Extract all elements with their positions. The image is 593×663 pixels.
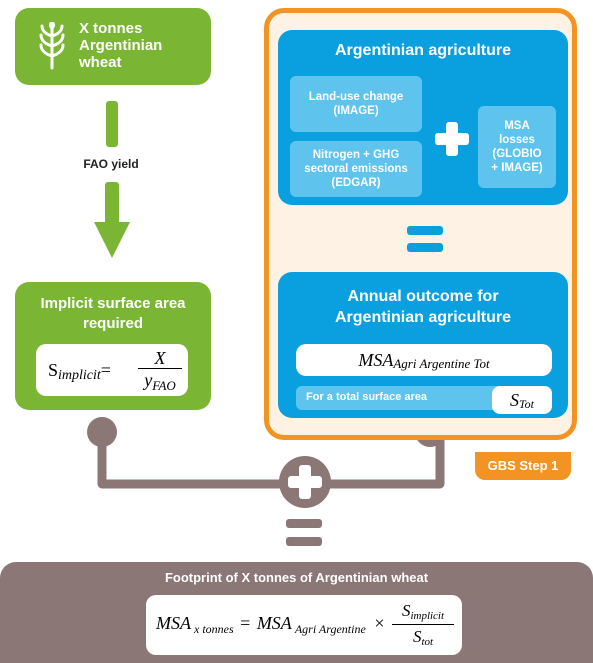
fraction-numerator: X bbox=[138, 348, 182, 369]
implicit-formula-lhs: Simplicit= bbox=[48, 360, 111, 383]
nitrogen-box: Nitrogen + GHG sectoral emissions (EDGAR… bbox=[290, 141, 422, 197]
nitrogen-line: (EDGAR) bbox=[331, 177, 381, 189]
fp-times: × bbox=[374, 613, 385, 633]
fp-num-main: S bbox=[401, 601, 411, 620]
annual-outcome-title: Annual outcome for Argentinian agricultu… bbox=[278, 286, 568, 328]
agriculture-box: Argentinian agriculture Land-use change … bbox=[278, 30, 568, 205]
footprint-title: Footprint of X tonnes of Argentinian whe… bbox=[164, 570, 429, 585]
left-connector-knob bbox=[87, 417, 117, 447]
plus-icon bbox=[435, 122, 469, 156]
fp-rhs-main: MSA bbox=[256, 613, 292, 633]
arrow-shaft-top bbox=[106, 101, 118, 147]
fao-yield-label: FAO yield bbox=[83, 157, 139, 171]
fp-lhs-main: MSA bbox=[156, 613, 191, 633]
implicit-formula-box: Simplicit= X yFAO bbox=[36, 344, 188, 396]
msa-main: MSA bbox=[358, 349, 394, 370]
annual-outcome-line: Annual outcome for bbox=[347, 288, 499, 305]
wheat-title-line: X tonnes bbox=[79, 20, 143, 37]
fp-numerator: Simplicit bbox=[392, 600, 454, 625]
fp-denominator: Stot bbox=[392, 625, 454, 651]
msa-losses-line: losses bbox=[499, 134, 535, 146]
implicit-fraction: X yFAO bbox=[138, 348, 182, 393]
annual-outcome-line: Argentinian agriculture bbox=[334, 309, 512, 326]
surface-area-label: For a total surface area bbox=[306, 391, 428, 403]
implicit-title: Implicit surface area required bbox=[15, 294, 211, 334]
implicit-title-line: Implicit surface area bbox=[40, 295, 186, 312]
nitrogen-line: sectoral emissions bbox=[304, 163, 408, 175]
msa-losses-line: (GLOBIO bbox=[492, 148, 542, 160]
brown-equals-bar-top bbox=[286, 519, 322, 528]
formula-equals: = bbox=[100, 360, 111, 380]
fp-fraction: Simplicit Stot bbox=[392, 600, 454, 651]
denominator-sub: FAO bbox=[152, 378, 176, 393]
land-use-line: (IMAGE) bbox=[333, 105, 379, 117]
msa-sub: Agri Argentine Tot bbox=[393, 356, 490, 371]
gbs-step-label: GBS Step 1 bbox=[487, 458, 559, 473]
land-use-box: Land-use change (IMAGE) bbox=[290, 76, 422, 132]
fp-eq: = bbox=[240, 613, 251, 633]
fp-rhs-sub: Agri Argentine bbox=[294, 622, 366, 636]
s-tot-sub: Tot bbox=[519, 396, 534, 411]
msa-losses-line: + IMAGE) bbox=[491, 162, 543, 174]
footprint-box: Footprint of X tonnes of Argentinian whe… bbox=[0, 562, 593, 663]
fraction-denominator: yFAO bbox=[138, 369, 182, 393]
gbs-step-badge: GBS Step 1 bbox=[475, 452, 571, 480]
implicit-title-line: required bbox=[82, 315, 143, 332]
wheat-box: X tonnes Argentinian wheat bbox=[15, 8, 211, 85]
annual-outcome-box: Annual outcome for Argentinian agricultu… bbox=[278, 272, 568, 418]
fp-num-sub: implicit bbox=[410, 610, 445, 622]
agriculture-title: Argentinian agriculture bbox=[334, 42, 512, 59]
denominator-y: y bbox=[144, 370, 153, 390]
implicit-surface-box: Implicit surface area required Simplicit… bbox=[15, 282, 211, 410]
wheat-icon bbox=[39, 22, 65, 70]
fp-den-main: S bbox=[412, 627, 422, 646]
formula-s: S bbox=[48, 360, 59, 380]
nitrogen-line: Nitrogen + GHG bbox=[312, 149, 400, 161]
brown-equals-bar-bottom bbox=[286, 537, 322, 546]
wheat-title-line: Argentinian bbox=[79, 37, 163, 54]
msa-losses-line: MSA bbox=[504, 120, 530, 132]
equals-bar-top bbox=[407, 226, 443, 235]
fp-lhs-sub: x tonnes bbox=[194, 622, 234, 636]
brown-plus-icon bbox=[279, 456, 331, 508]
msa-losses-box: MSA losses (GLOBIO + IMAGE) bbox=[478, 106, 556, 188]
wheat-title-line: wheat bbox=[79, 54, 122, 71]
wheat-title: X tonnes Argentinian wheat bbox=[79, 20, 162, 71]
equals-bar-bottom bbox=[407, 243, 443, 252]
land-use-line: Land-use change bbox=[308, 91, 404, 103]
formula-sub-implicit: implicit bbox=[58, 368, 101, 383]
brown-connector-line bbox=[97, 428, 445, 489]
fp-den-sub: tot bbox=[421, 636, 434, 648]
s-tot-main: S bbox=[510, 389, 520, 410]
arrow-head bbox=[94, 182, 130, 258]
